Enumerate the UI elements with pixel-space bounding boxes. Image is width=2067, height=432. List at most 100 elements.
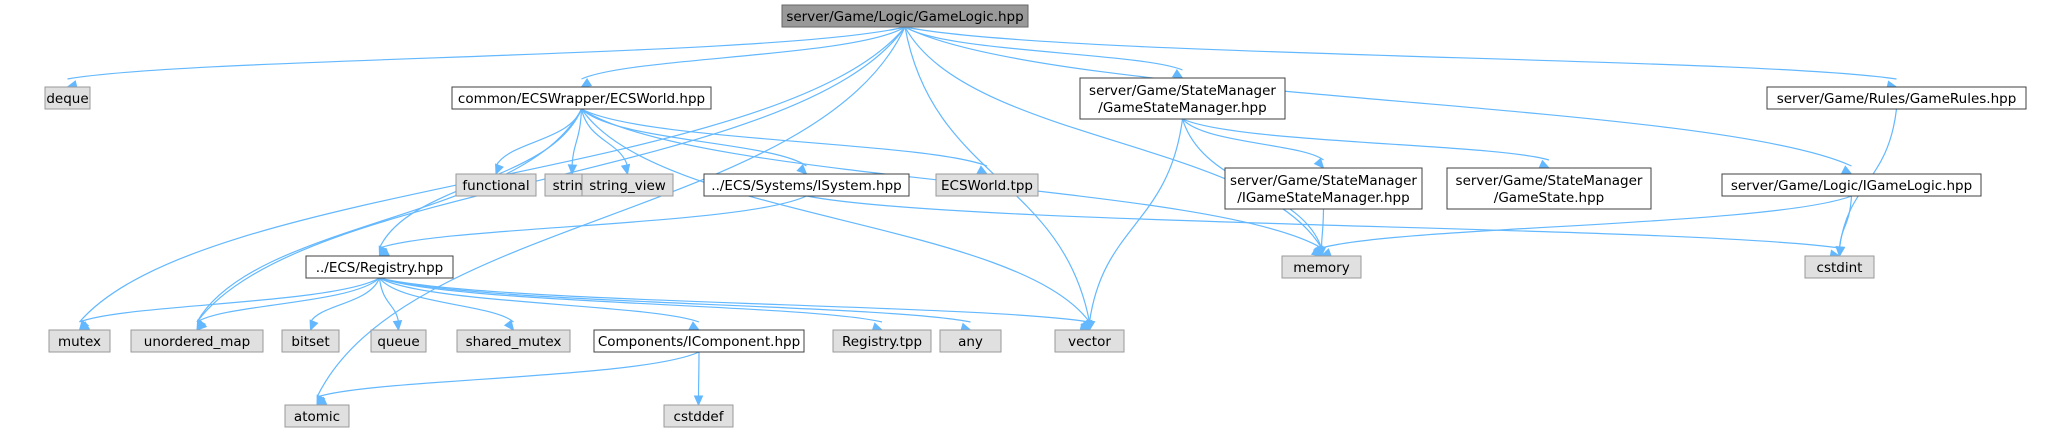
- node-label: server/Game/Rules/GameRules.hpp: [1777, 91, 2017, 107]
- node-label: ECSWorld.tpp: [941, 178, 1033, 194]
- arrowhead: [392, 320, 403, 332]
- node-label: cstdint: [1817, 260, 1863, 276]
- node-label: server/Game/StateManager: [1089, 83, 1276, 99]
- node-box: [370, 329, 427, 353]
- node-box: [581, 173, 674, 197]
- node-label: server/Game/Logic/GameLogic.hpp: [786, 9, 1023, 25]
- node-label: queue: [377, 334, 419, 350]
- edge-gamelogic-to-gamerules: [904, 26, 1898, 90]
- node-label: ../ECS/Registry.hpp: [316, 260, 444, 276]
- edge-line: [581, 26, 906, 80]
- node-label: Registry.tpp: [842, 334, 922, 350]
- node-label: deque: [46, 91, 88, 107]
- edge-icomponent-to-cstddef: [693, 351, 704, 407]
- node-label: functional: [462, 178, 529, 194]
- edge-line: [495, 108, 583, 167]
- node-label: string_view: [589, 178, 666, 194]
- node-box: [1054, 329, 1125, 353]
- node-ecsworld[interactable]: common/ECSWrapper/ECSWorld.hpp: [451, 86, 712, 110]
- node-icomponent[interactable]: Components/IComponent.hpp: [593, 329, 805, 353]
- edge-registry-to-vector: [379, 277, 1091, 333]
- node-gamerules[interactable]: server/Game/Rules/GameRules.hpp: [1766, 86, 2027, 110]
- node-box: [451, 86, 712, 110]
- node-label: server/Game/StateManager: [1230, 173, 1417, 189]
- node-gsm[interactable]: server/Game/StateManager/GameStateManage…: [1079, 77, 1286, 120]
- node-box: [1766, 86, 2027, 110]
- edge-line: [309, 277, 381, 323]
- node-label: any: [958, 334, 983, 350]
- node-box: [781, 4, 1029, 28]
- node-label: vector: [1068, 334, 1111, 350]
- node-label: Components/IComponent.hpp: [598, 334, 800, 350]
- edge-line: [581, 108, 1090, 323]
- edge-line: [1321, 195, 1852, 249]
- node-ecsworldtpp: ECSWorld.tpp: [935, 173, 1039, 197]
- edge-igamelogic-to-cstdint: [1835, 195, 1853, 258]
- arrowhead: [620, 163, 631, 176]
- node-any: any: [939, 329, 1002, 353]
- edge-line: [1838, 195, 1853, 249]
- node-box: [1079, 77, 1286, 120]
- edge-gamelogic-to-ecsworld: [580, 26, 906, 88]
- node-label: server/Game/Logic/IGameLogic.hpp: [1731, 178, 1972, 194]
- node-label: unordered_map: [144, 334, 250, 350]
- edge-icomponent-to-atomic: [315, 351, 700, 406]
- node-label: shared_mutex: [466, 334, 562, 350]
- node-box: [939, 329, 1002, 353]
- edge-gamelogic-to-deque: [66, 26, 906, 90]
- node-label: memory: [1293, 260, 1349, 276]
- node-isystem[interactable]: ../ECS/Systems/ISystem.hpp: [703, 173, 910, 197]
- edge-ecsworld-to-isystem: [581, 108, 808, 175]
- edge-line: [1182, 118, 1324, 161]
- node-box: [305, 255, 454, 279]
- node-gamelogic: server/Game/Logic/GameLogic.hpp: [781, 4, 1029, 28]
- node-mutex: mutex: [48, 329, 111, 353]
- edge-line: [316, 26, 906, 398]
- node-label: server/Game/StateManager: [1456, 173, 1643, 189]
- node-igsm[interactable]: server/Game/StateManager/IGameStateManag…: [1224, 167, 1423, 210]
- node-box: [284, 404, 350, 428]
- node-box: [1721, 173, 1982, 197]
- node-box: [1281, 255, 1362, 279]
- edge-gamelogic-to-gsm: [904, 26, 1184, 79]
- node-functional: functional: [455, 173, 537, 197]
- node-label: ../ECS/Systems/ISystem.hpp: [711, 178, 901, 194]
- node-box: [663, 404, 734, 428]
- node-label: bitset: [291, 334, 329, 350]
- edge-line: [196, 277, 380, 323]
- edge-line: [571, 108, 583, 167]
- arrowhead: [503, 319, 515, 331]
- edge-line: [580, 108, 629, 167]
- node-box: [130, 329, 264, 353]
- node-cstddef: cstddef: [663, 404, 734, 428]
- arrowhead: [580, 77, 593, 88]
- node-box: [281, 329, 340, 353]
- node-unordered_map: unordered_map: [130, 329, 264, 353]
- node-igamelogic[interactable]: server/Game/Logic/IGameLogic.hpp: [1721, 173, 1982, 197]
- node-gamestate[interactable]: server/Game/StateManager/GameState.hpp: [1446, 167, 1652, 210]
- edge-gamelogic-to-igamelogic: [904, 26, 1853, 175]
- edge-line: [904, 26, 1323, 249]
- nodes: server/Game/Logic/GameLogic.hpp deque comm…: [44, 4, 2027, 428]
- arrowhead: [1538, 159, 1551, 169]
- edge-ecsworld-to-string: [567, 108, 583, 176]
- arrowhead: [78, 321, 91, 331]
- node-registrytpp: Registry.tpp: [832, 329, 932, 353]
- node-registry[interactable]: ../ECS/Registry.hpp: [305, 255, 454, 279]
- node-label: /GameStateManager.hpp: [1098, 100, 1266, 116]
- arrowhead: [693, 395, 704, 407]
- edge-line: [581, 108, 988, 167]
- edge-registry-to-unordered_map: [196, 277, 380, 331]
- arrowhead: [1835, 246, 1845, 258]
- arrowhead: [196, 319, 208, 331]
- edge-ecsworld-to-string_view: [580, 108, 631, 176]
- node-box: [455, 173, 537, 197]
- edge-line: [379, 277, 514, 323]
- arrowhead: [796, 163, 808, 175]
- edge-line: [316, 351, 700, 398]
- arrowhead: [495, 163, 504, 176]
- node-label: cstddef: [674, 409, 725, 425]
- node-shared_mutex: shared_mutex: [456, 329, 571, 353]
- edge-registry-to-shared_mutex: [379, 277, 515, 331]
